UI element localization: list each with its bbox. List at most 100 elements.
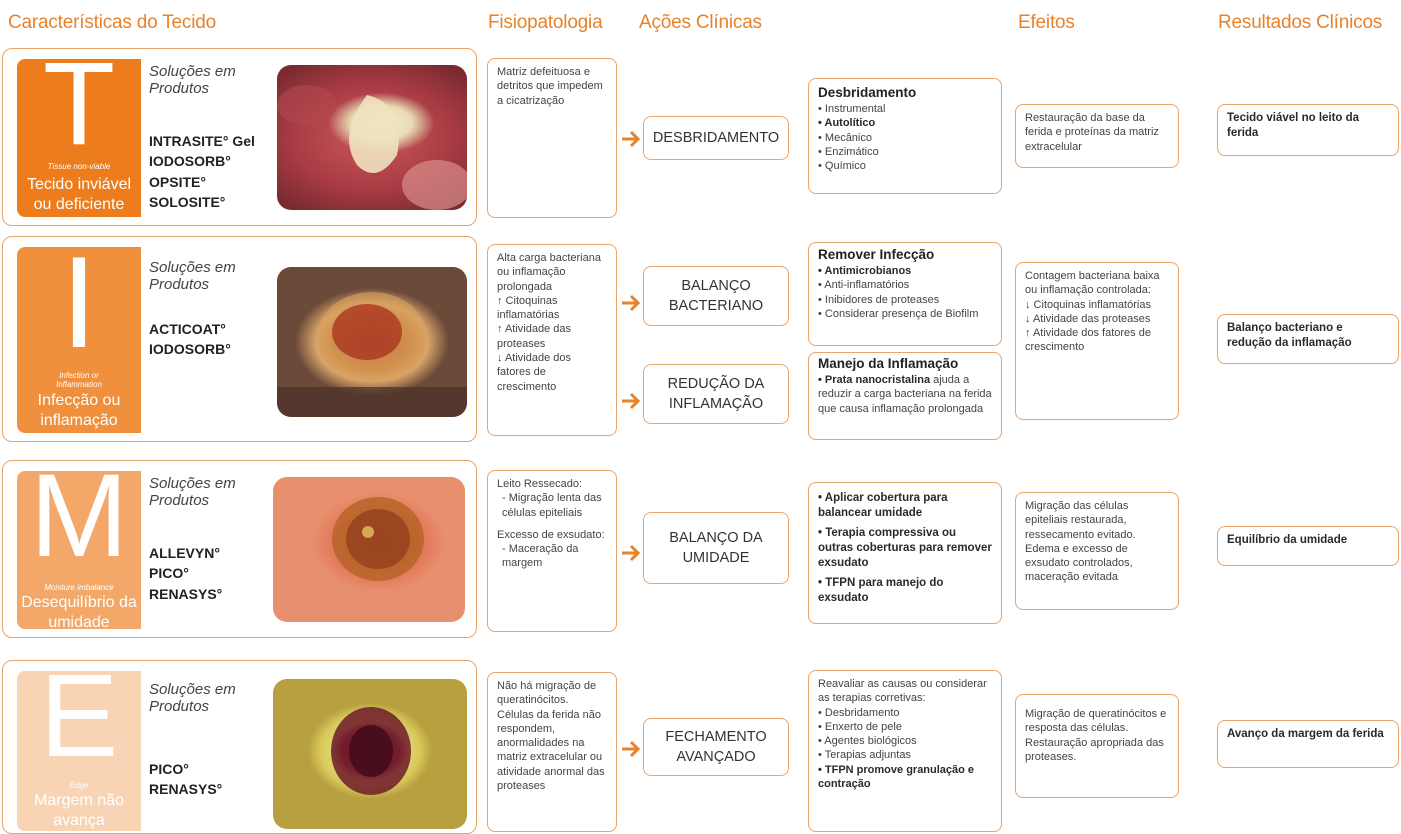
product-item: RENASYS° bbox=[149, 584, 222, 604]
wound-photo-drawing bbox=[273, 477, 465, 622]
clinical-action-label: BALANÇO DA UMIDADE bbox=[661, 528, 771, 569]
result-box: Tecido viável no leito da ferida bbox=[1217, 104, 1399, 156]
solutions-label: Soluções em Produtos bbox=[149, 259, 269, 294]
clinical-action-item: • Enxerto de pele bbox=[818, 720, 992, 734]
pathophysiology-line: ↑ Atividade das proteases bbox=[497, 322, 607, 351]
pathophysiology-line: - Maceração da margem bbox=[497, 542, 607, 571]
clinical-action-item: • TFPN promove granulação e contração bbox=[818, 763, 992, 792]
wound-photo bbox=[277, 267, 467, 417]
pathophysiology-line: - Migração lenta das células epiteliais bbox=[497, 491, 607, 520]
english-label: Moisture imbalance bbox=[17, 583, 141, 592]
wound-photo bbox=[277, 65, 467, 210]
letter-tab: I Infection or Inflammation Infecção ou … bbox=[17, 247, 141, 433]
clinical-action-item: • Enzimático bbox=[818, 145, 992, 159]
clinical-action-label: DESBRIDAMENTO bbox=[653, 128, 779, 148]
pathophysiology-box: Alta carga bacteriana ou inflamação prol… bbox=[487, 244, 617, 436]
clinical-action-lead: • Prata nanocristalina bbox=[818, 374, 930, 386]
pathophysiology-box: Não há migração de queratinócitos. Célul… bbox=[487, 672, 617, 832]
header-tissue-characteristics: Características do Tecido bbox=[8, 12, 216, 34]
clinical-actions-box: Reavaliar as causas ou considerar as ter… bbox=[808, 670, 1002, 832]
portuguese-label: Desequilíbrio da umidade bbox=[17, 593, 141, 629]
product-item: PICO° bbox=[149, 759, 222, 779]
clinical-actions-box: Manejo da Inflamação • Prata nanocristal… bbox=[808, 352, 1002, 440]
product-item: SOLOSITE° bbox=[149, 192, 255, 212]
effects-box: Migração de queratinócitos e resposta da… bbox=[1015, 694, 1179, 798]
result-box: Equilíbrio da umidade bbox=[1217, 526, 1399, 566]
clinical-action-item: • TFPN para manejo do exsudato bbox=[818, 576, 992, 606]
arrow-right-icon bbox=[620, 390, 642, 412]
product-item: IODOSORB° bbox=[149, 151, 255, 171]
product-item: ACTICOAT° bbox=[149, 319, 231, 339]
product-item: INTRASITE° Gel bbox=[149, 131, 255, 151]
clinical-action-box: DESBRIDAMENTO bbox=[643, 116, 789, 160]
product-item: OPSITE° bbox=[149, 172, 255, 192]
english-label: Tissue non-viable bbox=[17, 162, 141, 171]
clinical-action-box: BALANÇO DA UMIDADE bbox=[643, 512, 789, 584]
effects-line: ↓ Atividade das proteases bbox=[1025, 312, 1169, 326]
clinical-action-label: BALANÇO BACTERIANO bbox=[661, 276, 771, 317]
product-item: IODOSORB° bbox=[149, 339, 231, 359]
clinical-action-box: FECHAMENTO AVANÇADO bbox=[643, 718, 789, 776]
row-t: T Tissue non-viable Tecido inviável ou d… bbox=[2, 48, 1401, 226]
row-i: I Infection or Inflammation Infecção ou … bbox=[2, 236, 1401, 442]
tissue-card: E Edge Margem não avança Soluções em Pro… bbox=[2, 660, 477, 834]
letter-tab: E Edge Margem não avança bbox=[17, 671, 141, 831]
header-clinical-results: Resultados Clínicos bbox=[1218, 12, 1382, 34]
effects-text: Migração de queratinócitos e resposta da… bbox=[1025, 707, 1169, 764]
clinical-action-item: • Terapia compressiva ou outras cobertur… bbox=[818, 526, 992, 571]
wound-photo bbox=[273, 679, 467, 829]
effects-line: ↓ Citoquinas inflamatórias bbox=[1025, 298, 1169, 312]
clinical-action-label: REDUÇÃO DA INFLAMAÇÃO bbox=[656, 374, 776, 415]
arrow-right-icon bbox=[620, 738, 642, 760]
product-item: PICO° bbox=[149, 563, 222, 583]
product-list: ACTICOAT° IODOSORB° bbox=[149, 319, 231, 360]
clinical-action-item: • Anti-inflamatórios bbox=[818, 278, 992, 292]
pathophysiology-line: Alta carga bacteriana ou inflamação prol… bbox=[497, 251, 607, 294]
letter: E bbox=[17, 671, 141, 775]
effects-box: Restauração da base da ferida e proteína… bbox=[1015, 104, 1179, 168]
clinical-actions-title: Desbridamento bbox=[818, 85, 992, 101]
clinical-action-item: • Agentes biológicos bbox=[818, 734, 992, 748]
solutions-label: Soluções em Produtos bbox=[149, 681, 269, 716]
header-clinical-actions: Ações Clínicas bbox=[639, 12, 762, 34]
clinical-action-item: • Desbridamento bbox=[818, 706, 992, 720]
pathophysiology-box: Matriz defeituosa e detritos que impedem… bbox=[487, 58, 617, 218]
tissue-card: T Tissue non-viable Tecido inviável ou d… bbox=[2, 48, 477, 226]
tissue-card: M Moisture imbalance Desequilíbrio da um… bbox=[2, 460, 477, 638]
clinical-action-box: BALANÇO BACTERIANO bbox=[643, 266, 789, 326]
clinical-action-item: • Autolítico bbox=[818, 116, 992, 130]
solutions-label: Soluções em Produtos bbox=[149, 63, 269, 98]
wound-photo-drawing bbox=[277, 267, 467, 417]
header-pathophysiology: Fisiopatologia bbox=[488, 12, 602, 34]
effects-text: Restauração da base da ferida e proteína… bbox=[1025, 111, 1169, 154]
product-item: ALLEVYN° bbox=[149, 543, 222, 563]
clinical-action-label: FECHAMENTO AVANÇADO bbox=[661, 727, 771, 768]
effects-box: Migração das células epiteliais restaura… bbox=[1015, 492, 1179, 610]
result-text: Balanço bacteriano e redução da inflamaç… bbox=[1227, 321, 1389, 351]
pathophysiology-line: ↑ Citoquinas inflamatórias bbox=[497, 294, 607, 323]
portuguese-label: Infecção ou inflamação bbox=[17, 391, 141, 431]
pathophysiology-line: Leito Ressecado: bbox=[497, 477, 607, 491]
tissue-card: I Infection or Inflammation Infecção ou … bbox=[2, 236, 477, 442]
clinical-action-intro: Reavaliar as causas ou considerar as ter… bbox=[818, 677, 992, 706]
clinical-actions-box: Remover Infecção • Antimicrobianos • Ant… bbox=[808, 242, 1002, 346]
spacer bbox=[497, 520, 607, 528]
clinical-actions-box: Desbridamento • Instrumental • Autolític… bbox=[808, 78, 1002, 194]
pathophysiology-text: Matriz defeituosa e detritos que impedem… bbox=[497, 65, 607, 108]
result-box: Avanço da margem da ferida bbox=[1217, 720, 1399, 768]
letter: I bbox=[17, 247, 141, 367]
clinical-action-item: • Instrumental bbox=[818, 102, 992, 116]
clinical-actions-box: • Aplicar cobertura para balancear umida… bbox=[808, 482, 1002, 624]
letter: M bbox=[17, 471, 141, 575]
clinical-action-box: REDUÇÃO DA INFLAMAÇÃO bbox=[643, 364, 789, 424]
arrow-right-icon bbox=[620, 292, 642, 314]
pathophysiology-line: Excesso de exsudato: bbox=[497, 528, 607, 542]
header-effects: Efeitos bbox=[1018, 12, 1075, 34]
effects-line: ↑ Atividade dos fatores de crescimento bbox=[1025, 326, 1169, 355]
product-item: RENASYS° bbox=[149, 779, 222, 799]
solutions-label: Soluções em Produtos bbox=[149, 475, 269, 510]
clinical-action-item: • Considerar presença de Biofilm bbox=[818, 307, 992, 321]
clinical-action-item: • Inibidores de proteases bbox=[818, 293, 992, 307]
result-text: Equilíbrio da umidade bbox=[1227, 533, 1389, 548]
result-box: Balanço bacteriano e redução da inflamaç… bbox=[1217, 314, 1399, 364]
